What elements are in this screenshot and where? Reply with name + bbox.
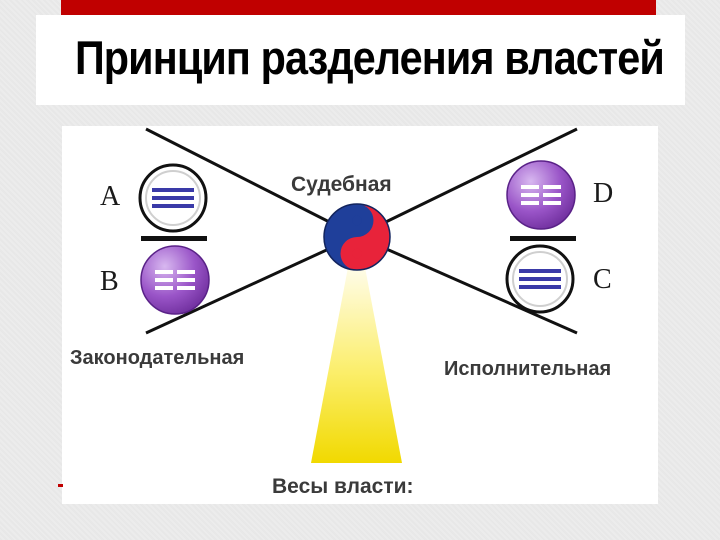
- diagram-graphic: [138, 127, 578, 463]
- line-legislative-top: [145, 127, 358, 238]
- trigram-icon-c: [505, 244, 575, 314]
- separation-of-powers-diagram: A B D C Судебная Законодательная Исполни…: [62, 126, 658, 504]
- line-executive-bottom: [356, 234, 578, 335]
- slide-title: Принцип разделения властей: [74, 31, 665, 84]
- line-legislative-bottom: [145, 234, 358, 335]
- label-judicial: Судебная: [291, 173, 392, 196]
- label-executive: Исполнительная: [444, 358, 612, 380]
- label-legislative: Законодательная: [70, 347, 245, 369]
- label-scales: Весы власти:: [272, 475, 414, 498]
- divider-right: [510, 236, 576, 241]
- trigram-icon-d: [506, 160, 576, 230]
- red-mark: [58, 484, 63, 487]
- trigram-icon-a: [138, 163, 208, 233]
- title-panel: [36, 15, 685, 105]
- legislative-scale: [138, 163, 210, 315]
- letter-c: C: [593, 264, 612, 295]
- line-executive-top: [356, 127, 578, 238]
- trigram-icon-b: [140, 245, 210, 315]
- header-accent-bar: [61, 0, 656, 15]
- executive-scale: [505, 160, 576, 314]
- yin-yang-icon: [323, 203, 391, 271]
- letter-a: A: [100, 181, 121, 212]
- divider-left: [141, 236, 207, 241]
- scale-beam: [311, 262, 402, 463]
- letter-d: D: [593, 178, 614, 209]
- letter-b: B: [100, 266, 119, 297]
